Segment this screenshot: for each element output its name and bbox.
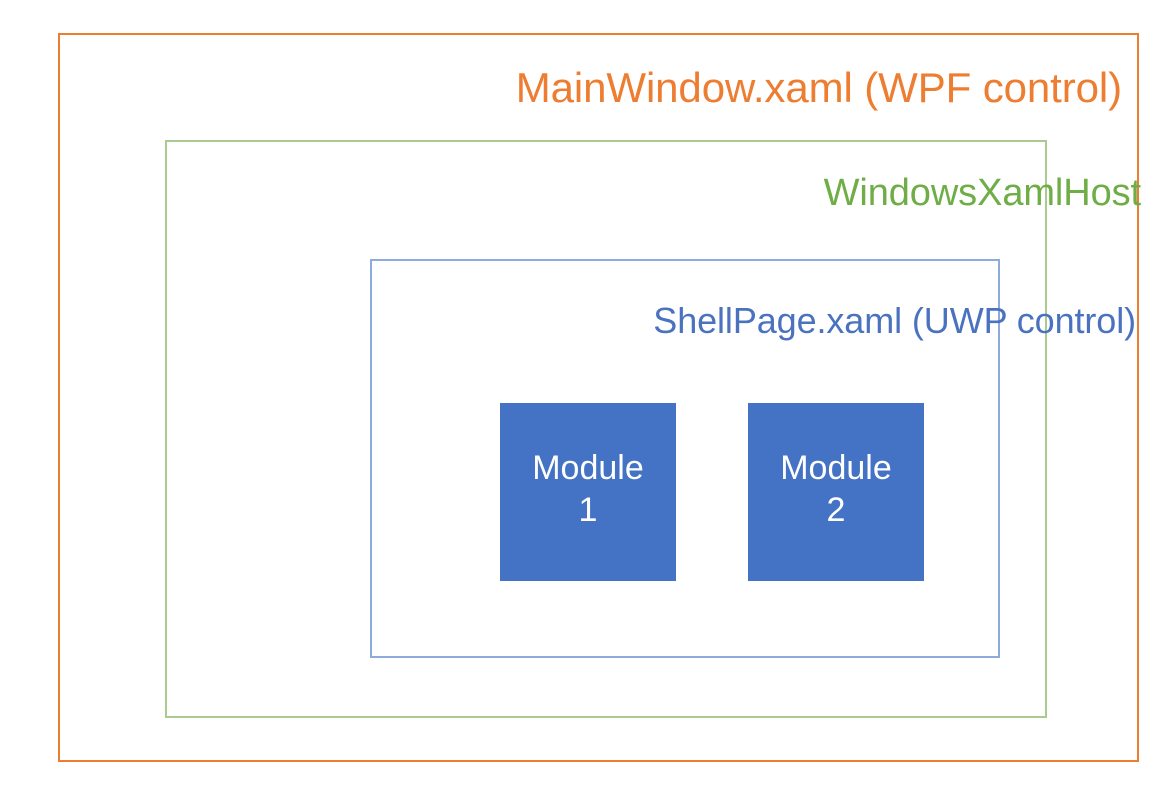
module-label-1: Module 1 — [532, 448, 644, 530]
module-box-1: Module 1 — [500, 403, 676, 581]
module-label-2: Module 2 — [780, 448, 892, 530]
container-shell-page — [370, 259, 1000, 658]
container-label-windows-xaml-host: WindowsXamlHost — [823, 172, 1141, 214]
container-label-main-window: MainWindow.xaml (WPF control) — [515, 64, 1122, 111]
container-main-window — [58, 33, 1139, 762]
container-windows-xaml-host — [165, 140, 1047, 718]
module-box-2: Module 2 — [748, 403, 924, 581]
container-label-shell-page: ShellPage.xaml (UWP control) — [653, 300, 1136, 341]
